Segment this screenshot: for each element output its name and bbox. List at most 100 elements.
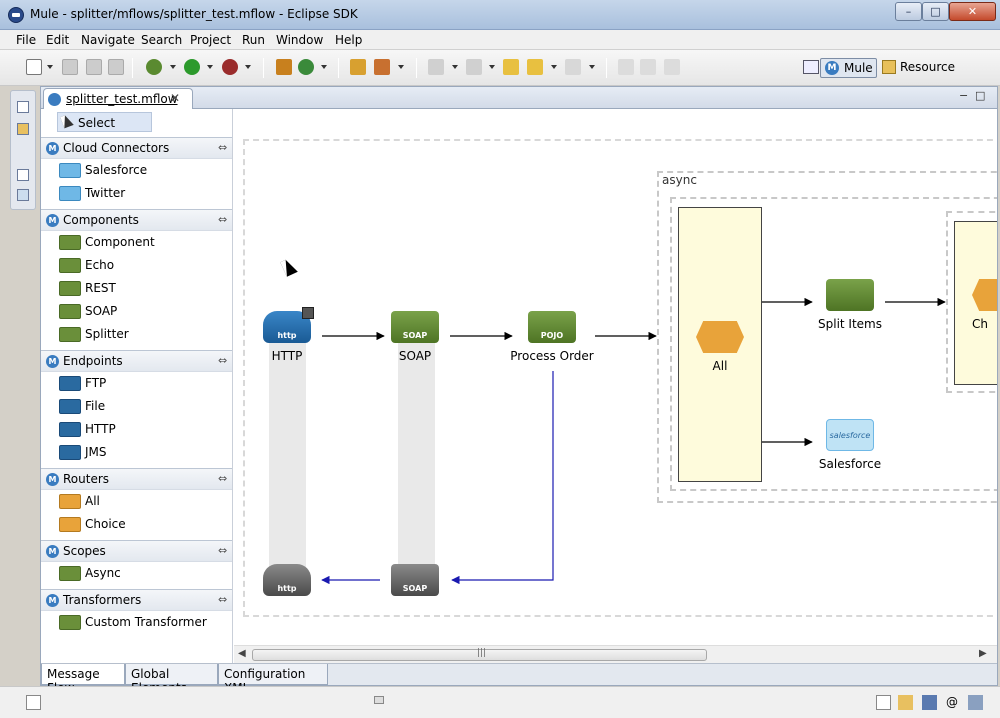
all-router-node[interactable] — [696, 321, 744, 353]
flow-container[interactable] — [243, 139, 997, 617]
new-class-icon[interactable] — [298, 59, 314, 75]
new-java-package-icon[interactable] — [276, 59, 292, 75]
collapse-icon[interactable]: ⇔ — [218, 593, 228, 606]
palette-item-soap[interactable]: SOAP — [41, 301, 232, 323]
tab-message-flow[interactable]: Message Flow — [41, 664, 125, 695]
soap-component-node[interactable]: SOAP — [391, 311, 439, 343]
external-tools-dropdown-icon[interactable] — [245, 65, 251, 69]
soap-response-node[interactable]: SOAP — [391, 564, 439, 596]
restore-view-icon[interactable] — [17, 101, 29, 113]
search-pin-icon[interactable] — [374, 59, 390, 75]
back-icon[interactable] — [527, 59, 543, 75]
forward-icon[interactable] — [565, 59, 581, 75]
collapse-icon[interactable]: ⇔ — [218, 213, 228, 226]
next-annotation-dropdown-icon[interactable] — [452, 65, 458, 69]
new-dropdown-icon[interactable] — [47, 65, 53, 69]
palette-item-all[interactable]: All — [41, 491, 232, 513]
save-icon[interactable] — [62, 59, 78, 75]
outline-icon[interactable] — [17, 189, 29, 201]
close-window-button[interactable]: ✕ — [949, 2, 996, 21]
tab-configuration-xml[interactable]: Configuration XML — [218, 664, 328, 695]
run-icon[interactable] — [184, 59, 200, 75]
menu-help[interactable]: Help — [335, 33, 363, 47]
palette-item-component[interactable]: Component — [41, 232, 232, 254]
problems-icon[interactable] — [898, 695, 913, 710]
palette-group-cloud-connectors[interactable]: M Cloud Connectors ⇔ — [41, 137, 232, 159]
scroll-left-icon[interactable]: ◀ — [238, 648, 246, 659]
process-order-node[interactable]: POJO — [528, 311, 576, 343]
javadoc-icon[interactable]: @ — [946, 695, 958, 709]
palette-group-endpoints[interactable]: M Endpoints ⇔ — [41, 350, 232, 372]
split-items-node[interactable] — [826, 279, 874, 311]
forward-dropdown-icon[interactable] — [589, 65, 595, 69]
palette-item-async[interactable]: Async — [41, 563, 232, 585]
palette-item-choice[interactable]: Choice — [41, 514, 232, 536]
palette-group-components[interactable]: M Components ⇔ — [41, 209, 232, 231]
collapse-icon[interactable]: ⇔ — [218, 472, 228, 485]
scrollbar-thumb[interactable]: ||| — [252, 648, 707, 661]
external-tools-icon[interactable] — [222, 59, 238, 75]
restore-view-icon[interactable] — [17, 169, 29, 181]
palette-item-ftp[interactable]: FTP — [41, 373, 232, 395]
menu-window[interactable]: Window — [276, 33, 324, 47]
http-response-node[interactable]: http — [263, 564, 311, 596]
previous-annotation-dropdown-icon[interactable] — [489, 65, 495, 69]
perspective-mule-button[interactable]: M Mule — [820, 58, 877, 78]
menu-project[interactable]: Project — [190, 33, 232, 47]
menu-navigate[interactable]: Navigate — [81, 33, 135, 47]
redo-icon[interactable] — [640, 59, 656, 75]
last-edit-location-icon[interactable] — [503, 59, 519, 75]
menu-run[interactable]: Run — [242, 33, 266, 47]
palette-item-custom-transformer[interactable]: Custom Transformer — [41, 612, 232, 634]
save-all-icon[interactable] — [86, 59, 102, 75]
tab-global-elements[interactable]: Global Elements — [125, 664, 218, 695]
palette-item-jms[interactable]: JMS — [41, 442, 232, 464]
menu-search[interactable]: Search — [141, 33, 183, 47]
minimize-editor-icon[interactable]: − — [959, 89, 969, 102]
collapse-icon[interactable]: ⇔ — [218, 354, 228, 367]
open-perspective-icon[interactable] — [803, 60, 819, 74]
maximize-window-button[interactable]: □ — [922, 2, 949, 21]
back-dropdown-icon[interactable] — [551, 65, 557, 69]
debug-icon[interactable] — [146, 59, 162, 75]
flow-canvas[interactable]: async http — [234, 109, 997, 645]
package-explorer-icon[interactable] — [17, 123, 29, 135]
palette-item-rest[interactable]: REST — [41, 278, 232, 300]
collapse-icon[interactable]: ⇔ — [218, 141, 228, 154]
palette-item-echo[interactable]: Echo — [41, 255, 232, 277]
fast-view-icon[interactable] — [26, 695, 41, 710]
palette-item-splitter[interactable]: Splitter — [41, 324, 232, 346]
delete-icon[interactable] — [664, 59, 680, 75]
close-tab-icon[interactable]: ✕ — [170, 91, 181, 105]
open-type-icon[interactable] — [350, 59, 366, 75]
console-icon[interactable] — [922, 695, 937, 710]
tab-splitter-test-mflow[interactable]: splitter_test.mflow ✕ — [43, 88, 193, 109]
new-icon[interactable] — [26, 59, 42, 75]
debug-dropdown-icon[interactable] — [170, 65, 176, 69]
palette-group-scopes[interactable]: M Scopes ⇔ — [41, 540, 232, 562]
palette-item-http[interactable]: HTTP — [41, 419, 232, 441]
previous-annotation-icon[interactable] — [466, 59, 482, 75]
next-annotation-icon[interactable] — [428, 59, 444, 75]
palette-item-file[interactable]: File — [41, 396, 232, 418]
print-icon[interactable] — [108, 59, 124, 75]
palette-group-transformers[interactable]: M Transformers ⇔ — [41, 589, 232, 611]
menu-file[interactable]: File — [16, 33, 37, 47]
undo-icon[interactable] — [618, 59, 634, 75]
async-scope[interactable] — [657, 171, 997, 503]
maximize-editor-icon[interactable]: □ — [975, 89, 986, 102]
menu-edit[interactable]: Edit — [46, 33, 70, 47]
palette-item-twitter[interactable]: Twitter — [41, 183, 232, 205]
declaration-icon[interactable] — [968, 695, 983, 710]
palette-item-salesforce[interactable]: Salesforce — [41, 160, 232, 182]
minimize-window-button[interactable]: – — [895, 2, 922, 21]
restore-view-icon[interactable] — [876, 695, 891, 710]
palette-group-routers[interactable]: M Routers ⇔ — [41, 468, 232, 490]
scroll-right-icon[interactable]: ▶ — [979, 648, 987, 659]
canvas-horizontal-scrollbar[interactable]: ◀ ||| ▶ — [234, 645, 997, 663]
salesforce-connector-node[interactable]: salesforce — [826, 419, 874, 451]
palette-select-tool[interactable]: Select — [57, 112, 152, 132]
search-dropdown-icon[interactable] — [398, 65, 404, 69]
run-dropdown-icon[interactable] — [207, 65, 213, 69]
new-class-dropdown-icon[interactable] — [321, 65, 327, 69]
